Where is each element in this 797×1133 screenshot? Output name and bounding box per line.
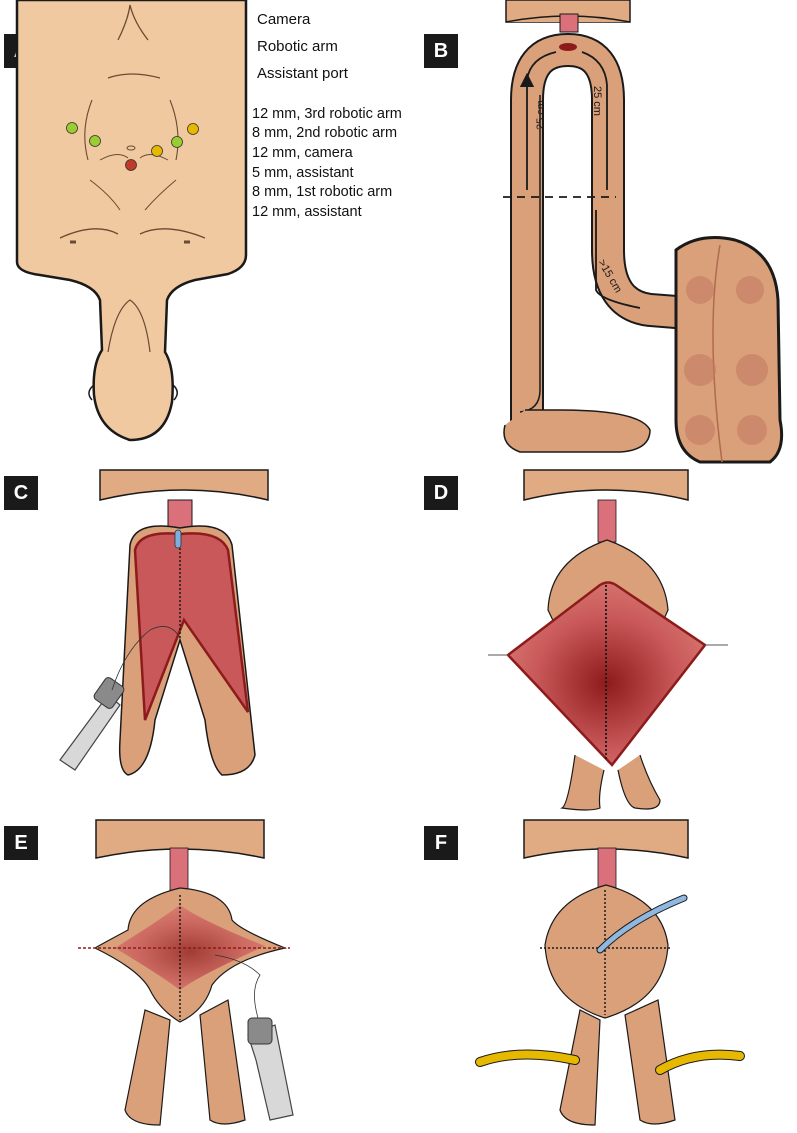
port-marker-5 (171, 136, 183, 148)
port-label: 8 mm, 1st robotic arm (252, 184, 393, 201)
bowel-measurement (503, 0, 784, 464)
patient-body (15, 0, 248, 442)
port-marker-1 (66, 122, 78, 134)
right-limb-length: 25 cm (591, 86, 603, 116)
pouch-opened (59, 469, 269, 776)
port-label: 8 mm, 2nd robotic arm (252, 125, 398, 142)
port-label: 5 mm, assistant (252, 164, 354, 181)
pouch-folded (488, 469, 728, 811)
port-marker-3 (125, 159, 137, 171)
legend-label: Camera (257, 11, 311, 28)
port-label: 12 mm, assistant (252, 203, 362, 220)
panel-label-f: F (424, 826, 458, 860)
port-label: 12 mm, 3rd robotic arm (252, 105, 402, 122)
port-marker-6 (187, 123, 199, 135)
pouch-closing (78, 819, 294, 1126)
panel-label-e: E (4, 826, 38, 860)
panel-label-b: B (424, 34, 458, 68)
panel-label-c: C (4, 476, 38, 510)
port-label: 12 mm, camera (252, 144, 353, 161)
panel-label-d: D (424, 476, 458, 510)
left-limb-length: 25 cm (535, 100, 547, 130)
pouch-completed (475, 819, 745, 1126)
legend-label: Assistant port (257, 65, 348, 82)
port-marker-4 (151, 145, 163, 157)
legend-label: Robotic arm (257, 38, 338, 55)
port-marker-2 (89, 135, 101, 147)
